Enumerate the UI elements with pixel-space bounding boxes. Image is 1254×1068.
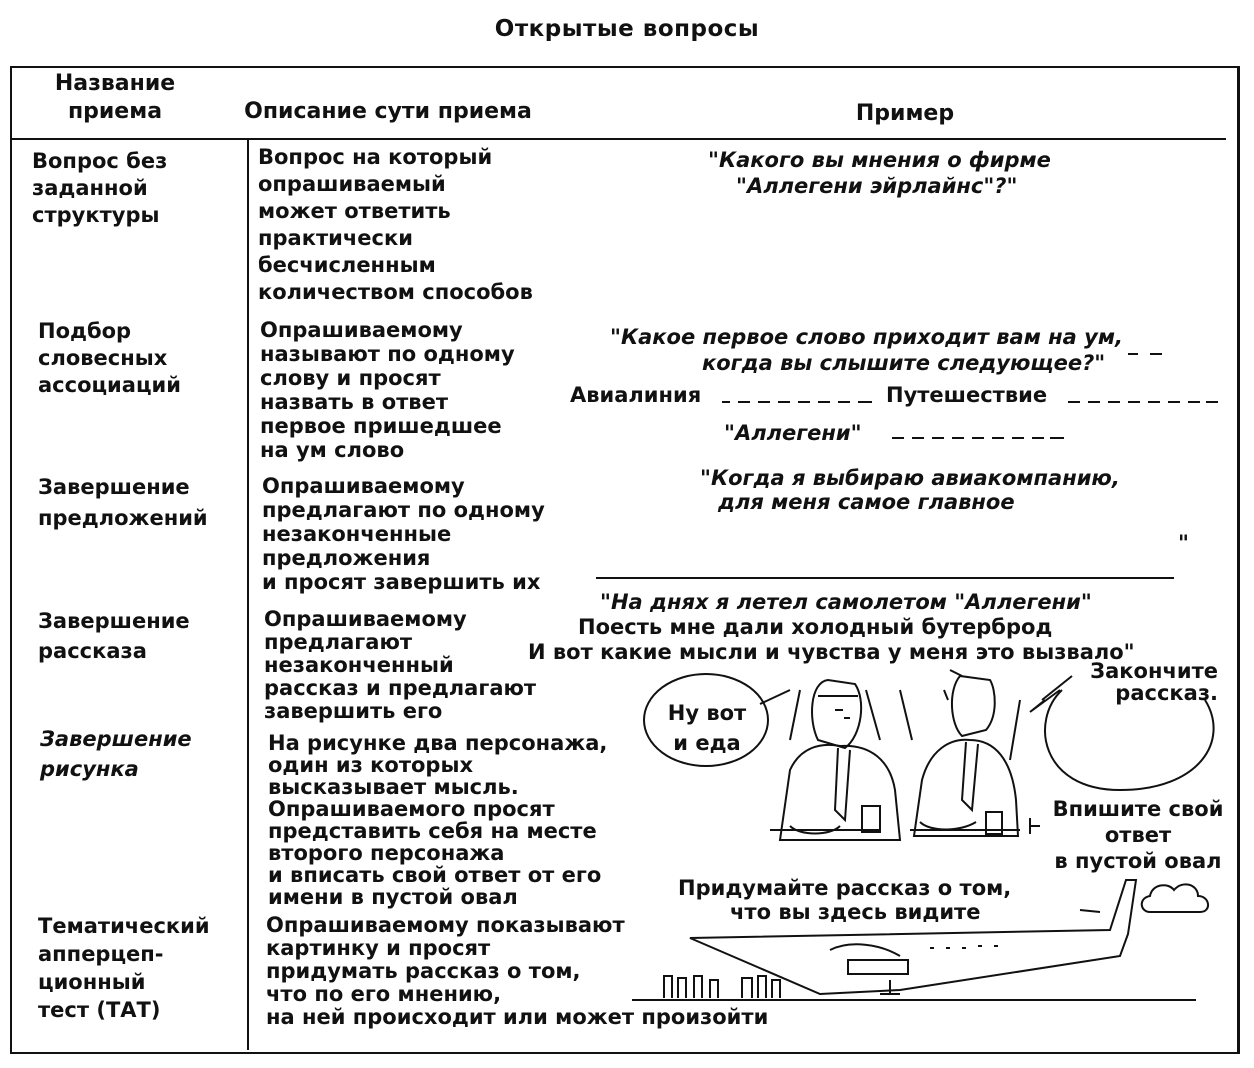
- header-divider: [10, 138, 1226, 140]
- row-3-closing-quote: ": [1178, 531, 1189, 555]
- row-4-example-line-2: Поесть мне дали холодный бутерброд: [578, 615, 1053, 639]
- row-2-example: "Какое первое слово приходит вам на ум,к…: [610, 325, 1123, 375]
- empty-oval-tail: [1029, 689, 1061, 713]
- cloud-illustration: [1140, 883, 1209, 913]
- people-silhouettes: [663, 975, 781, 998]
- header-description: Описание сути приема: [244, 99, 532, 124]
- row-5-description: На рисунке два персонажа,один из которых…: [268, 731, 608, 909]
- airplane-illustration: [689, 879, 1138, 996]
- speech-bubble: [643, 673, 769, 767]
- row-6-callout: Придумайте рассказ о том,что вы здесь ви…: [678, 876, 1012, 924]
- row-4-example-line-1: "На днях я летел самолетом "Аллегени": [600, 590, 1092, 614]
- speech-bubble-tail: [759, 689, 791, 705]
- person-2-illustration: [899, 669, 1021, 837]
- prompt-puteshestvie: Путешествие: [886, 383, 1048, 407]
- prompt-allegeni: "Аллегени": [724, 421, 862, 445]
- pointer-line: [1029, 818, 1040, 834]
- row-1-example: "Какого вы мнения о фирме"Аллегени эйрла…: [708, 148, 1051, 198]
- column-divider: [247, 140, 249, 1050]
- row-4-example-line-3: И вот какие мысли и чувства у меня это в…: [528, 640, 1135, 664]
- pointer-line: [1041, 675, 1073, 701]
- row-3-example: "Когда я выбираю авиакомпанию,для меня с…: [700, 466, 1120, 514]
- table-title: Открытые вопросы: [494, 16, 760, 42]
- prompt-avialiniya: Авиалиния: [570, 383, 702, 407]
- person-1-illustration: [770, 678, 902, 841]
- header-example: Пример: [855, 101, 955, 126]
- table-frame: [10, 66, 1240, 1054]
- header-name: Название приема: [54, 71, 176, 124]
- empty-oval: [1044, 689, 1215, 792]
